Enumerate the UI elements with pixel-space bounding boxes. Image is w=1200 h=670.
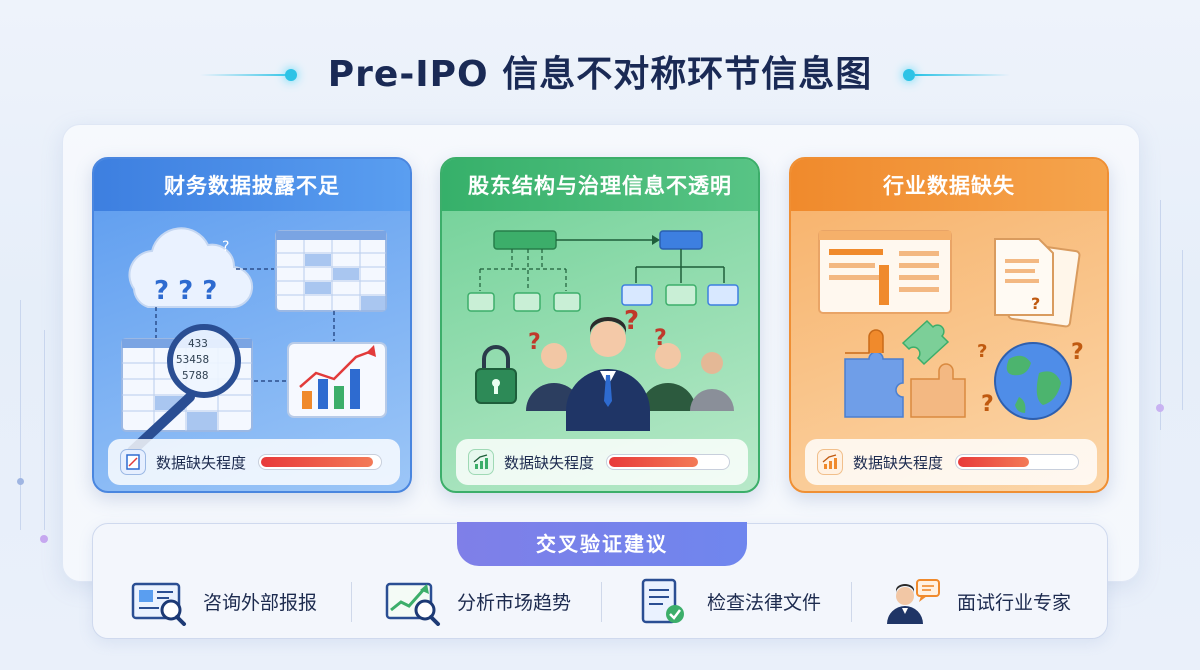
- missing-level-meter: 数据缺失程度: [805, 439, 1097, 485]
- page-title: Pre-IPO 信息不对称环节信息图: [327, 54, 873, 95]
- financial-illustration: ? ? ? ?: [121, 227, 387, 456]
- title-left-line: [200, 74, 295, 76]
- spreadsheet-icon: [275, 230, 387, 312]
- shareholders-people-icon: ? ? ?: [526, 306, 734, 431]
- svg-text:433: 433: [188, 337, 208, 350]
- meter-label: 数据缺失程度: [853, 453, 944, 472]
- meter-fill: [958, 457, 1029, 467]
- industry-illustration: ? ? ? ?: [818, 230, 1084, 420]
- background-line: [1182, 250, 1183, 410]
- missing-level-meter: 数据缺失程度: [108, 439, 400, 485]
- svg-text:?: ?: [1031, 294, 1040, 313]
- background-dot: [40, 535, 48, 543]
- trend-search-icon: [385, 582, 440, 626]
- svg-text:53458: 53458: [176, 353, 209, 366]
- meter-fill: [609, 457, 698, 467]
- divider: [601, 582, 602, 622]
- svg-text:? ? ?: ? ? ?: [154, 276, 217, 306]
- shareholder-illustration: ? ? ?: [467, 230, 739, 431]
- suggestion-label: 咨询外部报报: [203, 591, 318, 614]
- background-dot: [1156, 404, 1164, 412]
- meter-track: [955, 454, 1079, 470]
- suggestions-title: 交叉验证建议: [457, 522, 747, 566]
- card-shareholder-governance: 股东结构与治理信息不透明: [440, 157, 760, 493]
- card-illustration: ? ? ? ?: [94, 211, 410, 491]
- suggestion-label: 分析市场趋势: [457, 591, 572, 614]
- title-area: Pre-IPO 信息不对称环节信息图: [0, 44, 1200, 106]
- card-illustration: ? ? ? 数据缺失程: [442, 211, 758, 491]
- bar-chart-icon: [817, 449, 843, 475]
- svg-text:?: ?: [624, 306, 639, 336]
- divider: [351, 582, 352, 622]
- expert-chat-icon: [887, 579, 940, 624]
- meter-label: 数据缺失程度: [156, 453, 247, 472]
- background-line: [44, 330, 45, 530]
- legal-doc-icon: [641, 578, 684, 624]
- documents-question-icon: ?: [994, 238, 1081, 328]
- growth-chart-icon: [468, 449, 494, 475]
- title-right-dot: [903, 69, 915, 81]
- svg-text:?: ?: [222, 239, 229, 255]
- background-dot: [17, 478, 24, 485]
- suggestion-item: 咨询外部报报: [129, 574, 317, 628]
- magnified-sheet-icon: 433 53458 5788: [121, 324, 253, 456]
- suggestion-item: 检查法律文件: [633, 574, 821, 628]
- title-right-line: [915, 74, 1010, 76]
- meter-track: [606, 454, 730, 470]
- meter-fill: [261, 457, 374, 467]
- suggestion-item: 分析市场趋势: [383, 574, 571, 628]
- card-illustration: ? ? ? ? 数据缺失程度: [791, 211, 1107, 491]
- meter-label: 数据缺失程度: [504, 453, 595, 472]
- cross-validation-panel: 交叉验证建议 咨询外部报报 分析市场趋势: [92, 522, 1108, 639]
- divider: [851, 582, 852, 622]
- card-title: 财务数据披露不足: [94, 159, 410, 211]
- puzzle-pieces-icon: [844, 319, 966, 418]
- title-left-dot: [285, 69, 297, 81]
- meter-track: [258, 454, 382, 470]
- svg-text:?: ?: [1071, 340, 1084, 365]
- document-chart-icon: [120, 449, 146, 475]
- background-line: [1160, 200, 1161, 430]
- card-title: 股东结构与治理信息不透明: [442, 159, 758, 211]
- svg-text:?: ?: [528, 330, 541, 355]
- suggestion-label: 检查法律文件: [707, 591, 822, 614]
- card-title: 行业数据缺失: [791, 159, 1107, 211]
- card-financial-disclosure: 财务数据披露不足 ? ? ? ?: [92, 157, 412, 493]
- missing-level-meter: 数据缺失程度: [456, 439, 748, 485]
- suggestion-label: 面试行业专家: [957, 591, 1072, 614]
- lock-icon: [475, 345, 517, 404]
- globe-icon: ? ? ?: [977, 340, 1084, 420]
- background-line: [20, 300, 21, 530]
- bar-chart-icon: [287, 342, 387, 418]
- svg-text:5788: 5788: [182, 369, 209, 382]
- org-chart-icon: [467, 230, 739, 312]
- report-search-icon: [131, 582, 186, 626]
- suggestion-item: 面试行业专家: [883, 574, 1071, 628]
- svg-text:?: ?: [977, 341, 987, 362]
- svg-text:?: ?: [981, 392, 994, 417]
- report-window-icon: [818, 230, 952, 314]
- cloud-question-icon: ? ? ? ?: [128, 227, 254, 309]
- card-industry-data: 行业数据缺失 ?: [789, 157, 1109, 493]
- svg-text:?: ?: [654, 326, 667, 351]
